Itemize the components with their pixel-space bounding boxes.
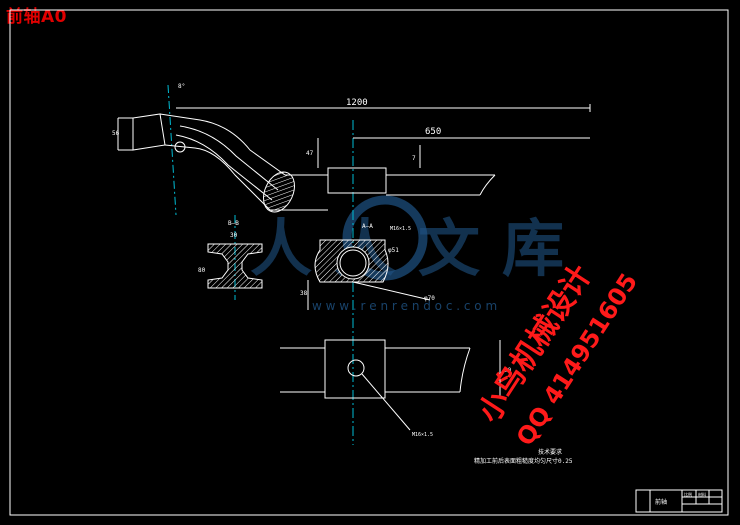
dim-total-length: [176, 104, 591, 112]
title-block: [635, 489, 723, 513]
beam-bottom-view: [280, 339, 471, 431]
beam-front-view: [298, 167, 496, 211]
dim-bolt-text: M16×1.5: [390, 226, 411, 232]
dim-web-height-text: 38: [300, 290, 308, 297]
section-ellipse-left: [263, 171, 295, 213]
dim-bore-text: φ70: [424, 295, 435, 302]
drawing-title: 前轴A0: [6, 7, 67, 27]
tech-req-line1: 精加工前后表面粗糙度均匀尺寸0.25: [474, 457, 573, 465]
dim-offset-text: 7: [412, 155, 416, 162]
angle-label: 8°: [178, 83, 185, 90]
dim-left-height-text: 56: [112, 130, 120, 137]
axle-end-left: [117, 113, 328, 211]
watermark-site: 人人文库 w w w . r e n r e n d o c . c o m: [250, 195, 564, 313]
dim-web-lines: [307, 280, 431, 310]
section-b-label: B—B: [228, 220, 239, 227]
centerline-kingpin: [167, 84, 177, 216]
title-block-col2: 材料: [698, 491, 706, 497]
dim-bolt-bottom-text: M16×1.5: [412, 432, 433, 438]
watermark-url-text: w w w . r e n r e n d o c . c o m: [312, 299, 497, 313]
drawing-border: [9, 9, 729, 516]
dim-total-length-text: 1200: [346, 98, 368, 108]
section-a-boss: [314, 239, 389, 283]
title-block-col1: 比例: [684, 491, 692, 497]
dim-half-length-text: 650: [425, 127, 441, 137]
dim-kingpin-dia-text: φ51: [388, 247, 399, 254]
section-a-label: A—A: [362, 223, 373, 230]
dim-sec-width-text: 30: [230, 232, 238, 239]
tech-req-heading: 技术要求: [538, 448, 562, 456]
dim-depth-text: 47: [306, 150, 314, 157]
section-b-ibeam: [207, 243, 263, 289]
title-block-part-name: 前轴: [655, 498, 667, 506]
dim-section-height-text: 80: [198, 267, 206, 274]
dim-section-width-text: 90: [504, 367, 512, 374]
dim-depth: [317, 138, 421, 168]
